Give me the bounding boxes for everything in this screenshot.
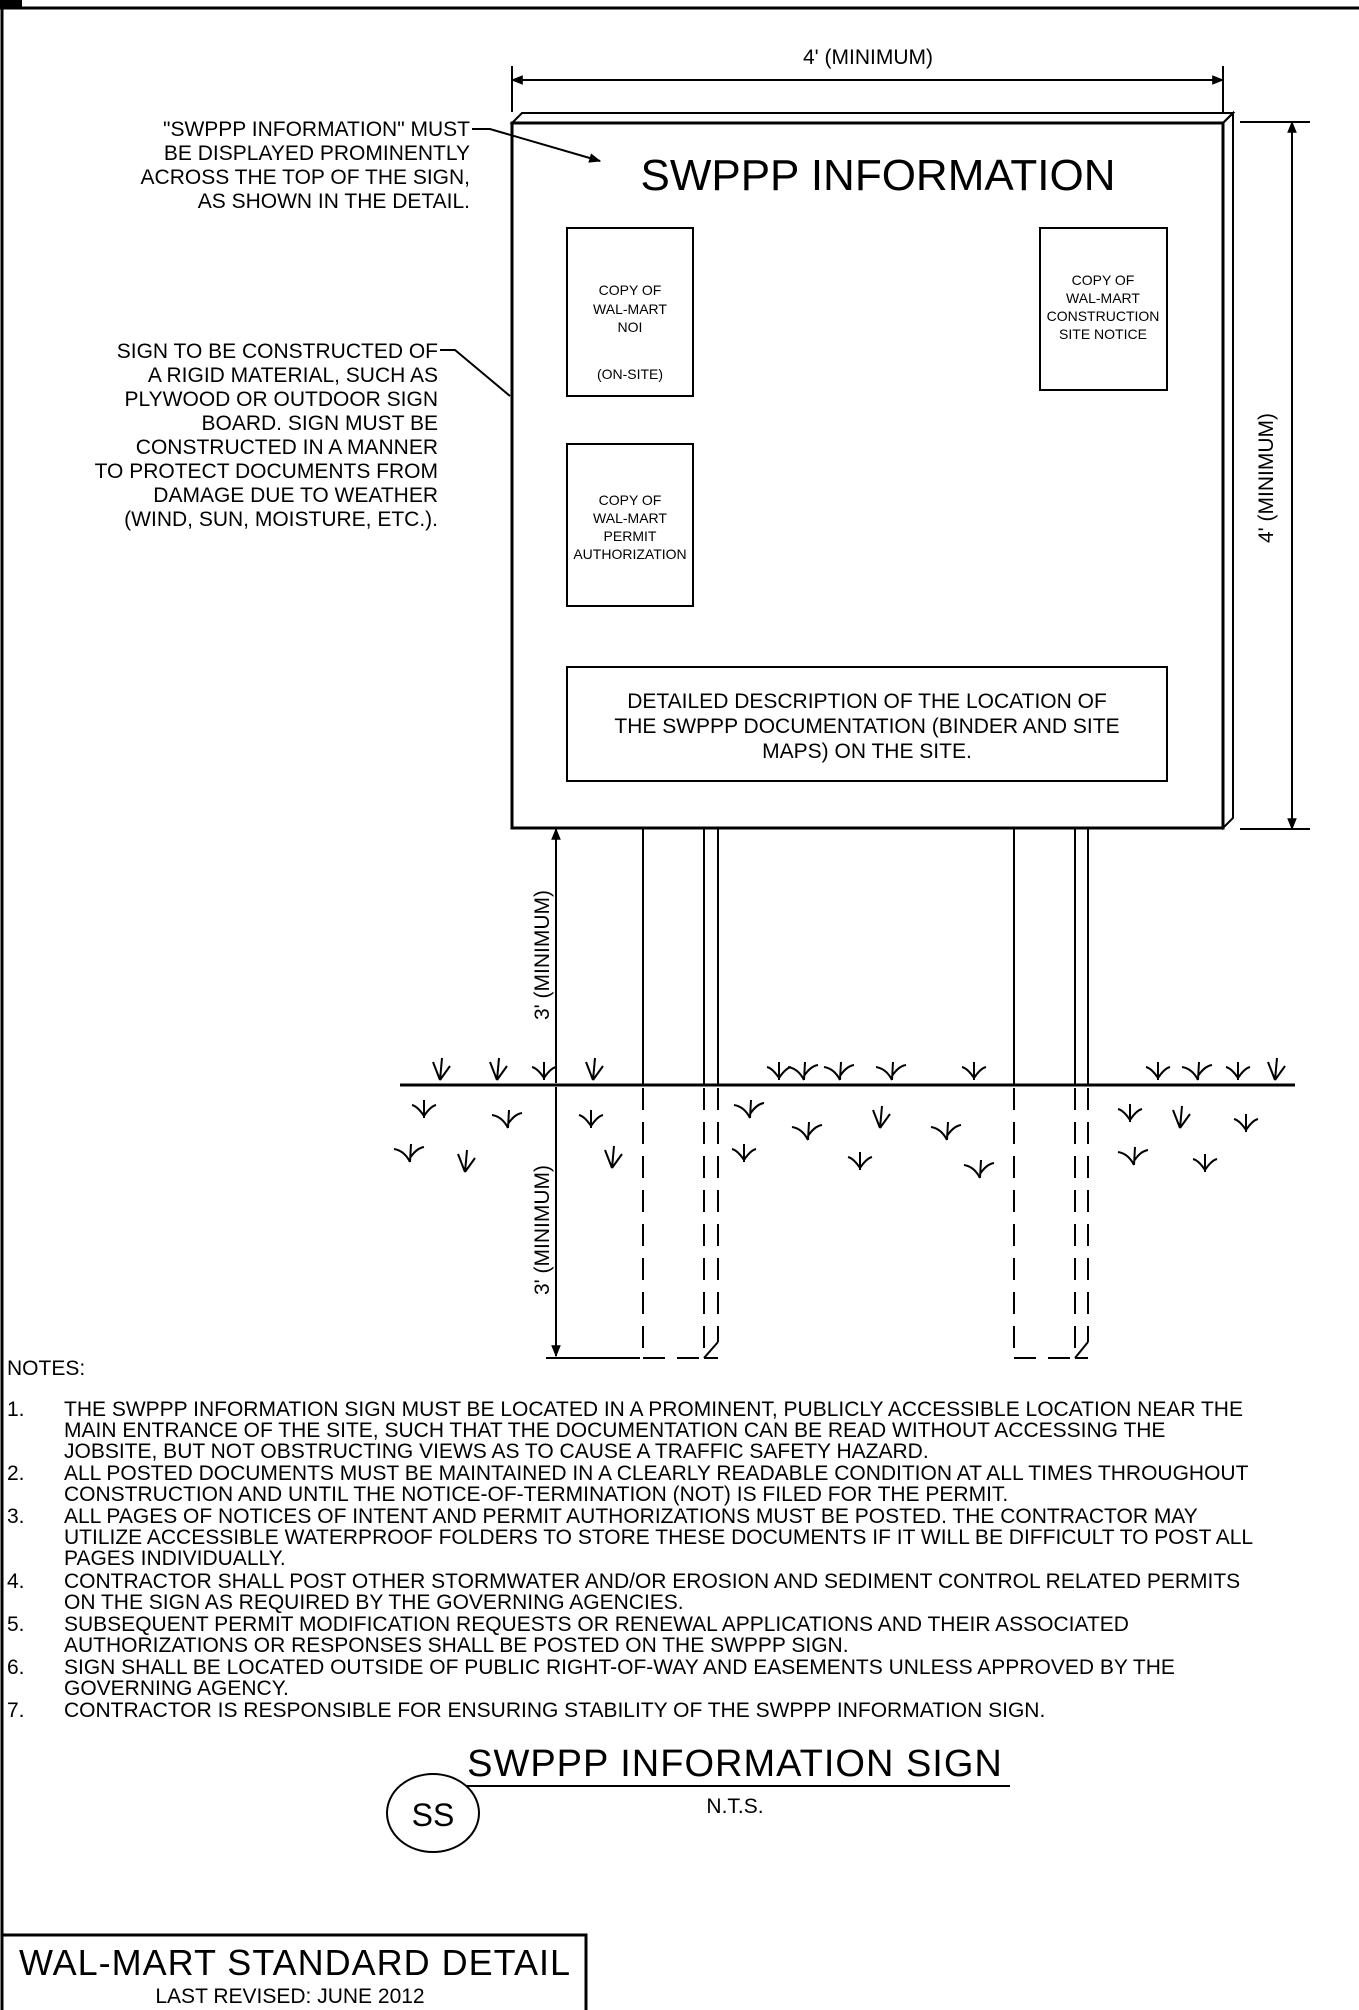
heading-callout-line-4: AS SHOWN IN THE DETAIL. [198, 190, 470, 213]
note-1-line-1: THE SWPPP INFORMATION SIGN MUST BE LOCAT… [64, 1398, 1243, 1421]
width-dimension-label: 4' (MINIMUM) [803, 46, 933, 69]
height-dimension-label: 4' (MINIMUM) [1255, 413, 1278, 543]
permit-authorization-box: COPY OF WAL-MART PERMIT AUTHORIZATION [566, 443, 694, 607]
permit-box-line-4: AUTHORIZATION [573, 546, 686, 562]
material-callout-line-8: (WIND, SUN, MOISTURE, ETC.). [124, 508, 438, 531]
note-4-number: 4. [7, 1570, 25, 1593]
permit-box-line-1: COPY OF [599, 492, 662, 508]
construction-notice-box: COPY OF WAL-MART CONSTRUCTION SITE NOTIC… [1039, 227, 1168, 391]
notice-box-line-2: WAL-MART [1066, 290, 1140, 306]
vegetation-symbols [393, 1057, 1286, 1179]
material-callout-line-5: CONSTRUCTED IN A MANNER [136, 436, 438, 459]
material-callout-line-2: A RIGID MATERIAL, SUCH AS [148, 364, 438, 387]
title-block-revised: LAST REVISED: JUNE 2012 [155, 1985, 424, 2008]
material-callout: SIGN TO BE CONSTRUCTED OF A RIGID MATERI… [95, 340, 511, 531]
notice-box-line-1: COPY OF [1072, 272, 1135, 288]
detail-title: SS SWPPP INFORMATION SIGN N.T.S. [386, 1743, 1010, 1853]
note-5-number: 5. [7, 1613, 25, 1636]
heading-callout-line-1: "SWPPP INFORMATION" MUST [163, 118, 470, 141]
note-5-line-2: AUTHORIZATIONS OR RESPONSES SHALL BE POS… [64, 1634, 849, 1657]
sign-posts [642, 829, 1089, 1359]
notes-section: NOTES: 1. THE SWPPP INFORMATION SIGN MUS… [7, 1357, 1253, 1722]
description-line-1: DETAILED DESCRIPTION OF THE LOCATION OF [627, 690, 1107, 713]
sign-heading: SWPPP INFORMATION [640, 151, 1115, 200]
width-dimension: 4' (MINIMUM) [510, 46, 1225, 112]
note-3-line-1: ALL PAGES OF NOTICES OF INTENT AND PERMI… [64, 1505, 1198, 1528]
post-dimensions: 3' (MINIMUM) 3' (MINIMUM) [531, 827, 640, 1359]
note-3-line-2: UTILIZE ACCESSIBLE WATERPROOF FOLDERS TO… [64, 1526, 1253, 1549]
note-6-line-1: SIGN SHALL BE LOCATED OUTSIDE OF PUBLIC … [64, 1656, 1175, 1679]
note-4-line-1: CONTRACTOR SHALL POST OTHER STORMWATER A… [64, 1570, 1240, 1593]
noi-box-line-2: WAL-MART [593, 301, 667, 317]
description-line-2: THE SWPPP DOCUMENTATION (BINDER AND SITE [614, 715, 1119, 738]
permit-box-line-2: WAL-MART [593, 510, 667, 526]
note-3-line-3: PAGES INDIVIDUALLY. [64, 1547, 286, 1570]
notice-box-line-3: CONSTRUCTION [1047, 308, 1160, 324]
title-block: WAL-MART STANDARD DETAIL LAST REVISED: J… [2, 1933, 588, 2010]
note-1-line-3: JOBSITE, BUT NOT OBSTRUCTING VIEWS AS TO… [64, 1440, 929, 1463]
note-7-number: 7. [7, 1699, 25, 1722]
heading-callout-line-2: BE DISPLAYED PROMINENTLY [164, 142, 470, 165]
heading-callout-line-3: ACROSS THE TOP OF THE SIGN, [141, 166, 470, 189]
note-1-number: 1. [7, 1398, 25, 1421]
noi-box-line-4: (ON-SITE) [597, 366, 663, 382]
note-4-line-2: ON THE SIGN AS REQUIRED BY THE GOVERNING… [64, 1591, 684, 1614]
notes-heading: NOTES: [7, 1357, 85, 1380]
material-callout-line-1: SIGN TO BE CONSTRUCTED OF [117, 340, 438, 363]
note-2-line-2: CONSTRUCTION AND UNTIL THE NOTICE-OF-TER… [64, 1483, 1008, 1506]
note-7-line-1: CONTRACTOR IS RESPONSIBLE FOR ENSURING S… [64, 1699, 1045, 1722]
material-callout-line-7: DAMAGE DUE TO WEATHER [153, 484, 438, 507]
title-block-title: WAL-MART STANDARD DETAIL [19, 1942, 571, 1983]
detail-title-text: SWPPP INFORMATION SIGN [467, 1743, 1003, 1785]
sign-board: SWPPP INFORMATION [509, 110, 1236, 831]
below-grade-label: 3' (MINIMUM) [531, 1165, 554, 1295]
description-line-3: MAPS) ON THE SITE. [762, 740, 972, 763]
noi-box-line-1: COPY OF [599, 282, 662, 298]
notice-box-line-4: SITE NOTICE [1059, 326, 1147, 342]
material-callout-line-3: PLYWOOD OR OUTDOOR SIGN [125, 388, 438, 411]
note-5-line-1: SUBSEQUENT PERMIT MODIFICATION REQUESTS … [64, 1613, 1129, 1636]
note-1-line-2: MAIN ENTRANCE OF THE SITE, SUCH THAT THE… [64, 1419, 1165, 1442]
documentation-location-box: DETAILED DESCRIPTION OF THE LOCATION OF … [566, 666, 1168, 782]
height-dimension: 4' (MINIMUM) [1240, 120, 1310, 831]
detail-tag: SS [412, 1797, 455, 1833]
note-6-line-2: GOVERNING AGENCY. [64, 1677, 289, 1700]
noi-box-line-3: NOI [618, 319, 643, 335]
above-grade-label: 3' (MINIMUM) [531, 890, 554, 1020]
material-callout-line-4: BOARD. SIGN MUST BE [202, 412, 439, 435]
detail-scale: N.T.S. [706, 1795, 763, 1818]
permit-box-line-3: PERMIT [604, 528, 657, 544]
material-callout-line-6: TO PROTECT DOCUMENTS FROM [95, 460, 438, 483]
note-2-number: 2. [7, 1462, 25, 1485]
noi-copy-box: COPY OF WAL-MART NOI (ON-SITE) [566, 227, 694, 397]
note-3-number: 3. [7, 1505, 25, 1528]
heading-callout: "SWPPP INFORMATION" MUST BE DISPLAYED PR… [141, 118, 602, 213]
note-2-line-1: ALL POSTED DOCUMENTS MUST BE MAINTAINED … [64, 1462, 1249, 1485]
note-6-number: 6. [7, 1656, 25, 1679]
